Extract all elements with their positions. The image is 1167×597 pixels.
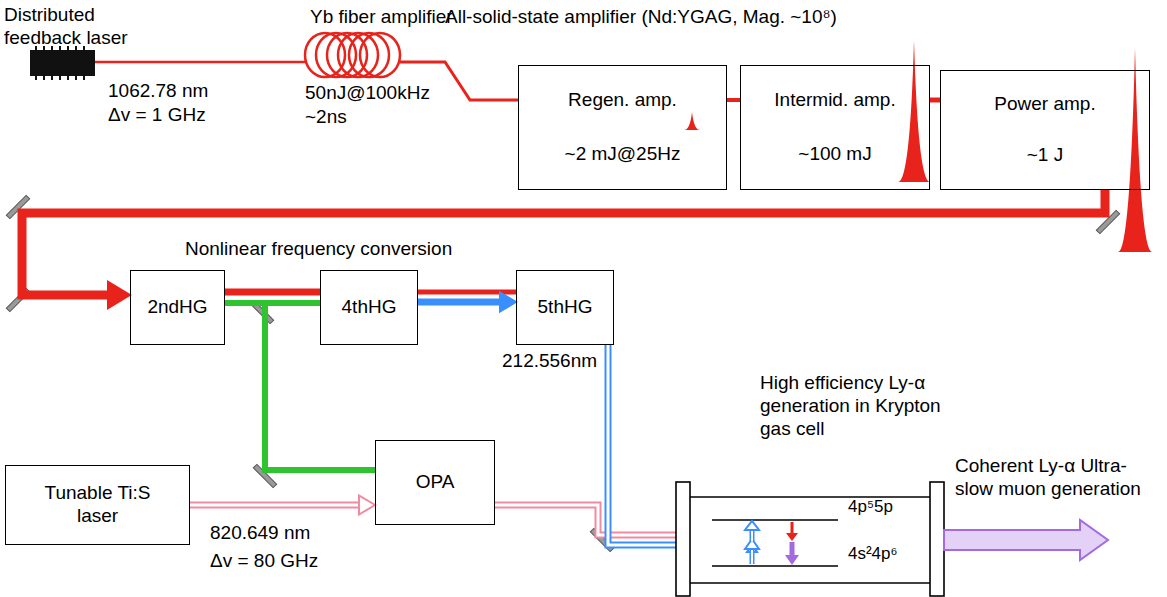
- box-title: 4thHG: [342, 296, 397, 319]
- process-box: Intermid. amp. ~100 mJ: [740, 65, 930, 190]
- annotation-label: 1062.78 nm: [108, 80, 208, 103]
- box-title: OPA: [416, 471, 455, 494]
- annotation-label: 4p⁵5p: [848, 497, 893, 517]
- process-box: Regen. amp. ~2 mJ@25Hz: [518, 65, 727, 190]
- box-title: Regen. amp.: [568, 89, 677, 112]
- box-title: Tunable Ti:S laser: [38, 482, 158, 528]
- process-box: Power amp. ~1 J: [940, 70, 1150, 190]
- annotation-label: All-solid-state amplifier (Nd:YGAG, Mag.…: [445, 6, 837, 29]
- pink-beam: [495, 505, 676, 535]
- uv-beam: [608, 345, 676, 545]
- fiber-coil: [305, 33, 400, 77]
- annotation-label: Δv = 1 GHz: [108, 104, 206, 127]
- annotation-label: 820.649 nm: [210, 522, 310, 545]
- beam-connector: [418, 292, 516, 311]
- chip-pins: [36, 46, 84, 80]
- mirror: [6, 195, 1119, 551]
- annotation-label: Coherent Ly-α Ultra-slow muon generation: [955, 455, 1145, 501]
- cell-wall: [690, 496, 930, 498]
- annotation-label: Yb fiber amplifier: [310, 6, 453, 29]
- process-box: OPA: [375, 440, 495, 525]
- uv-beam: [608, 345, 676, 545]
- fiber: [95, 61, 305, 64]
- box-title: 5thHG: [538, 296, 593, 319]
- annotation-label: 212.556nm: [502, 350, 597, 373]
- beam-connector: [930, 100, 940, 101]
- transition-arrows: [745, 521, 799, 565]
- annotation-label: 50nJ@100kHz: [305, 82, 430, 105]
- annotation-label: High efficiency Ly-α generation in Krypt…: [760, 372, 960, 440]
- beam-connector: [225, 303, 375, 470]
- beam-connector: [22, 190, 1105, 308]
- beam-connector: [727, 100, 740, 101]
- beam-connector: [190, 495, 375, 514]
- energy-level: [712, 519, 838, 521]
- pink-beam: [495, 505, 676, 535]
- annotation-label: 4s²4p⁶: [848, 544, 898, 564]
- energy-level: [712, 565, 838, 567]
- annotation-label: Δv = 80 GHz: [210, 550, 318, 573]
- pulse: [1118, 48, 1152, 252]
- pulse: [898, 40, 930, 182]
- box-value: ~2 mJ@25Hz: [565, 143, 681, 166]
- output-beam: [944, 520, 1108, 560]
- annotation-label: ~2ns: [305, 106, 347, 129]
- box-title: Power amp.: [994, 93, 1095, 116]
- pulse: [684, 112, 700, 130]
- box-title: Intermid. amp.: [774, 89, 895, 112]
- annotation-label: Nonlinear frequency conversion: [185, 238, 452, 261]
- annotation-label: Distributed feedback laser: [4, 4, 154, 50]
- process-box: 4thHG: [320, 270, 418, 345]
- cell-window: [676, 482, 690, 596]
- process-box: 5thHG: [516, 270, 614, 345]
- laser-chip: [30, 50, 95, 76]
- process-box: Tunable Ti:S laser: [5, 465, 190, 545]
- cell-window: [930, 482, 944, 596]
- box-title: 2ndHG: [147, 296, 207, 319]
- box-value: ~100 mJ: [798, 143, 871, 166]
- process-box: 2ndHG: [130, 270, 225, 345]
- beam-connector: [225, 292, 320, 293]
- cell-wall: [690, 582, 930, 584]
- box-value: ~1 J: [1027, 144, 1063, 167]
